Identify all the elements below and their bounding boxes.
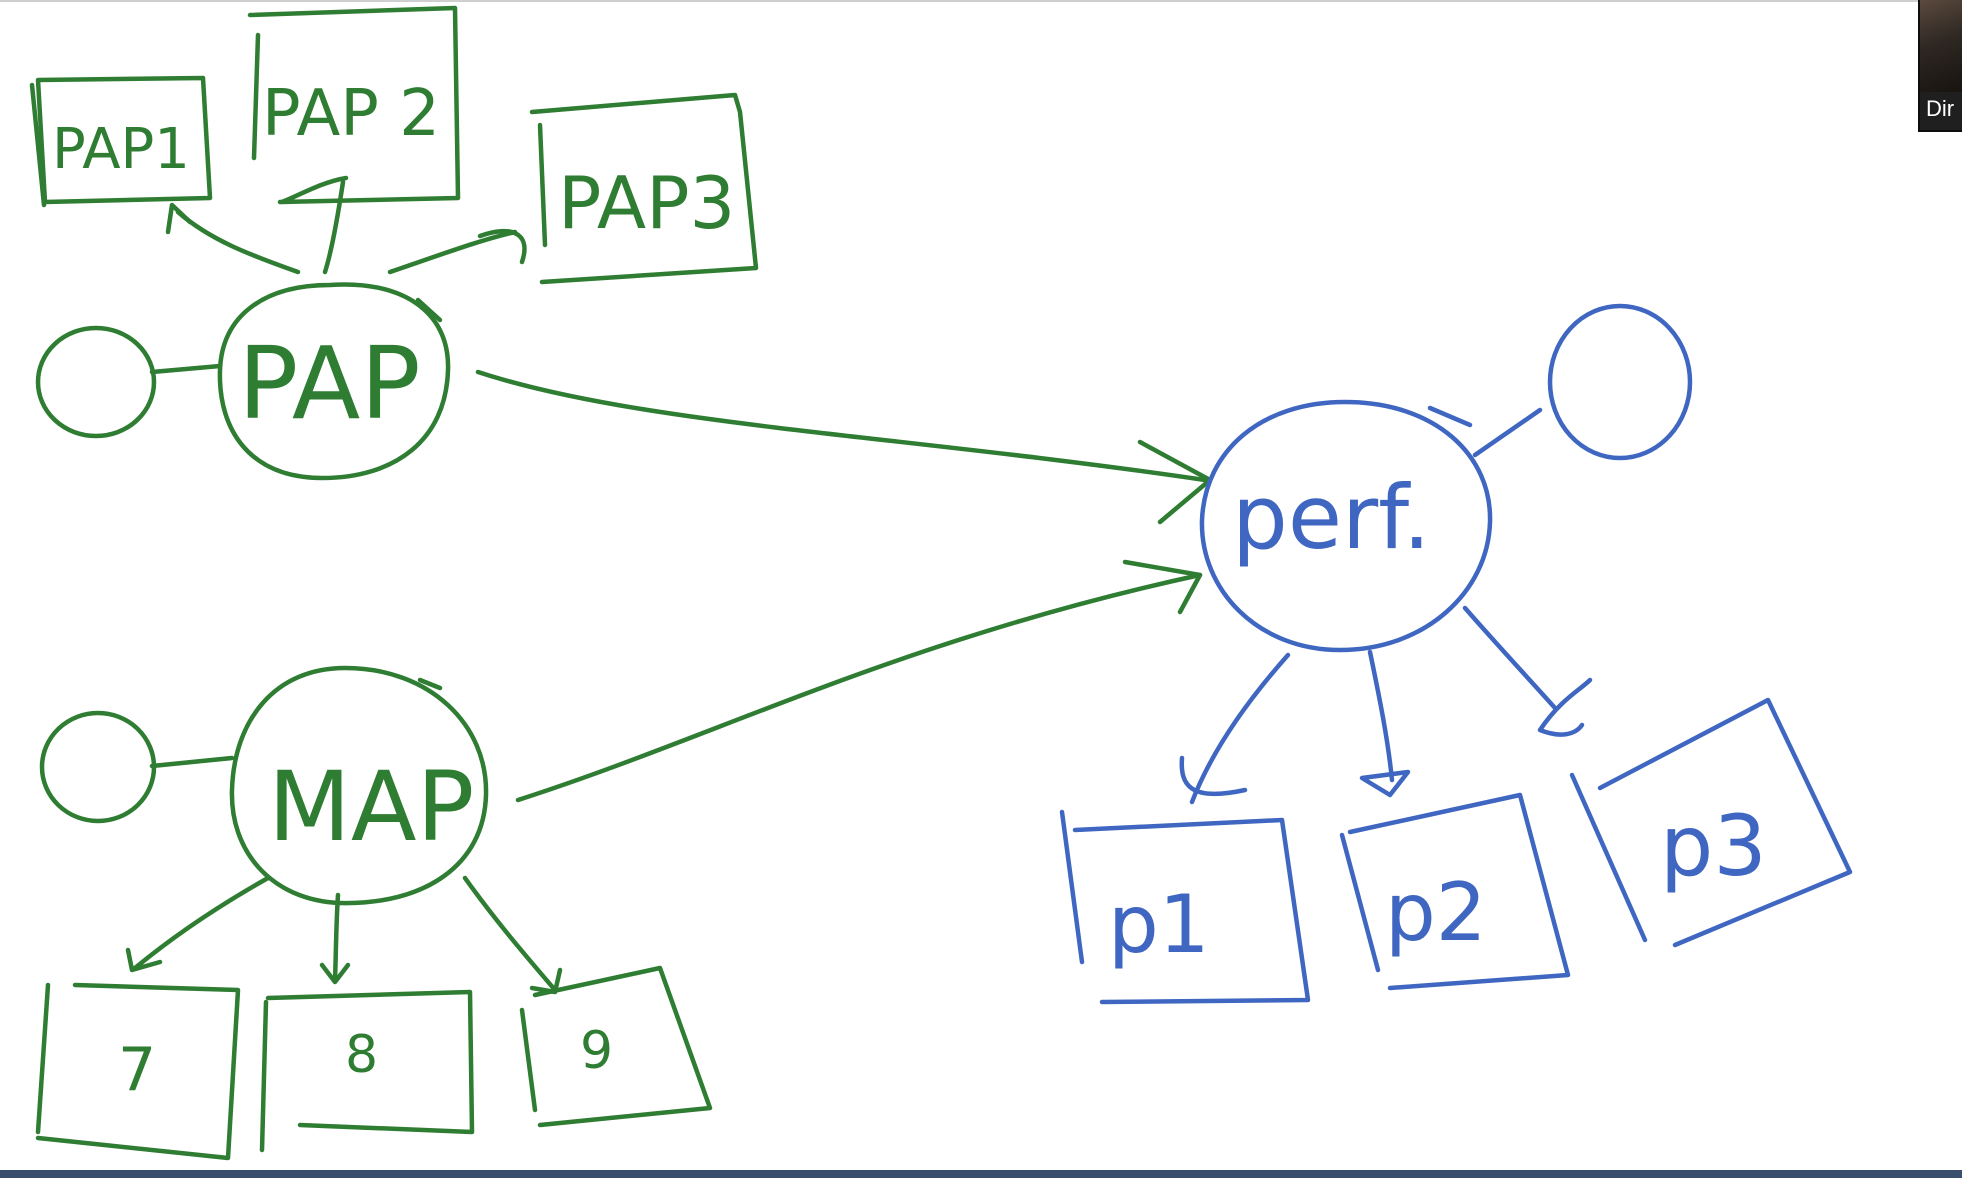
participant-name: Dir bbox=[1926, 96, 1955, 121]
perf-attribute-link bbox=[1472, 407, 1543, 458]
pap1-label: PAP1 bbox=[52, 117, 190, 182]
arrow-pap-to-pap3 bbox=[387, 229, 518, 275]
perf-node: perf. bbox=[1199, 399, 1493, 653]
perf-cluster: perf. p1 p2 p3 bbox=[1059, 303, 1853, 1005]
map-child-8-box: 8 bbox=[259, 989, 475, 1153]
perf-label: perf. bbox=[1232, 466, 1431, 569]
arrow-map-to-7 bbox=[132, 875, 271, 971]
pap-label: PAP bbox=[238, 325, 421, 442]
map-attribute-circle bbox=[39, 710, 157, 824]
participant-video-feed bbox=[1920, 0, 1962, 92]
perf-child-p1-box: p1 bbox=[1059, 809, 1311, 1005]
pap2-label: PAP 2 bbox=[262, 77, 440, 151]
arrow-pap-to-perf bbox=[475, 369, 1208, 483]
pap3-box: PAP3 bbox=[529, 92, 759, 285]
map-child-8-label: 8 bbox=[345, 1025, 378, 1085]
window-bottom-bar bbox=[0, 1170, 1962, 1178]
perf-child-p1-label: p1 bbox=[1108, 878, 1210, 971]
arrow-map-to-9 bbox=[462, 875, 558, 993]
arrow-perf-to-p2 bbox=[1367, 649, 1395, 783]
perf-child-p3-box: p3 bbox=[1569, 697, 1853, 948]
perf-child-p2-label: p2 bbox=[1385, 866, 1487, 959]
arrow-pap-to-pap1 bbox=[175, 209, 301, 275]
pap1-box: PAP1 bbox=[29, 75, 213, 208]
map-child-7-label: 7 bbox=[118, 1035, 156, 1105]
arrow-map-to-perf bbox=[515, 572, 1203, 803]
map-attribute-link bbox=[149, 755, 235, 769]
pap-attribute-circle bbox=[35, 325, 157, 439]
perf-attribute-circle bbox=[1547, 303, 1693, 461]
window-top-edge bbox=[0, 0, 1962, 2]
map-node: MAP bbox=[229, 665, 489, 906]
arrow-map-to-8 bbox=[332, 892, 341, 983]
arrow-perf-to-p3 bbox=[1462, 605, 1558, 711]
arrow-perf-to-p1 bbox=[1189, 652, 1291, 805]
pap-cluster: PAP1 PAP 2 PAP3 PAP bbox=[29, 5, 759, 481]
map-cluster: MAP 7 8 9 bbox=[35, 665, 713, 1161]
pap3-label: PAP3 bbox=[558, 161, 735, 245]
perf-child-p2-box: p2 bbox=[1339, 792, 1571, 991]
arrow-pap-to-pap2 bbox=[322, 179, 346, 275]
map-label: MAP bbox=[268, 751, 474, 863]
participant-video-tile[interactable]: Dir bbox=[1918, 0, 1962, 132]
map-child-9-box: 9 bbox=[519, 965, 713, 1128]
map-child-7-box: 7 bbox=[35, 982, 241, 1161]
pap2-box: PAP 2 bbox=[247, 5, 461, 205]
pap-node: PAP bbox=[217, 282, 451, 481]
perf-child-p3-label: p3 bbox=[1660, 797, 1767, 895]
map-child-9-label: 9 bbox=[580, 1021, 613, 1081]
pap-attribute-link bbox=[149, 363, 223, 375]
